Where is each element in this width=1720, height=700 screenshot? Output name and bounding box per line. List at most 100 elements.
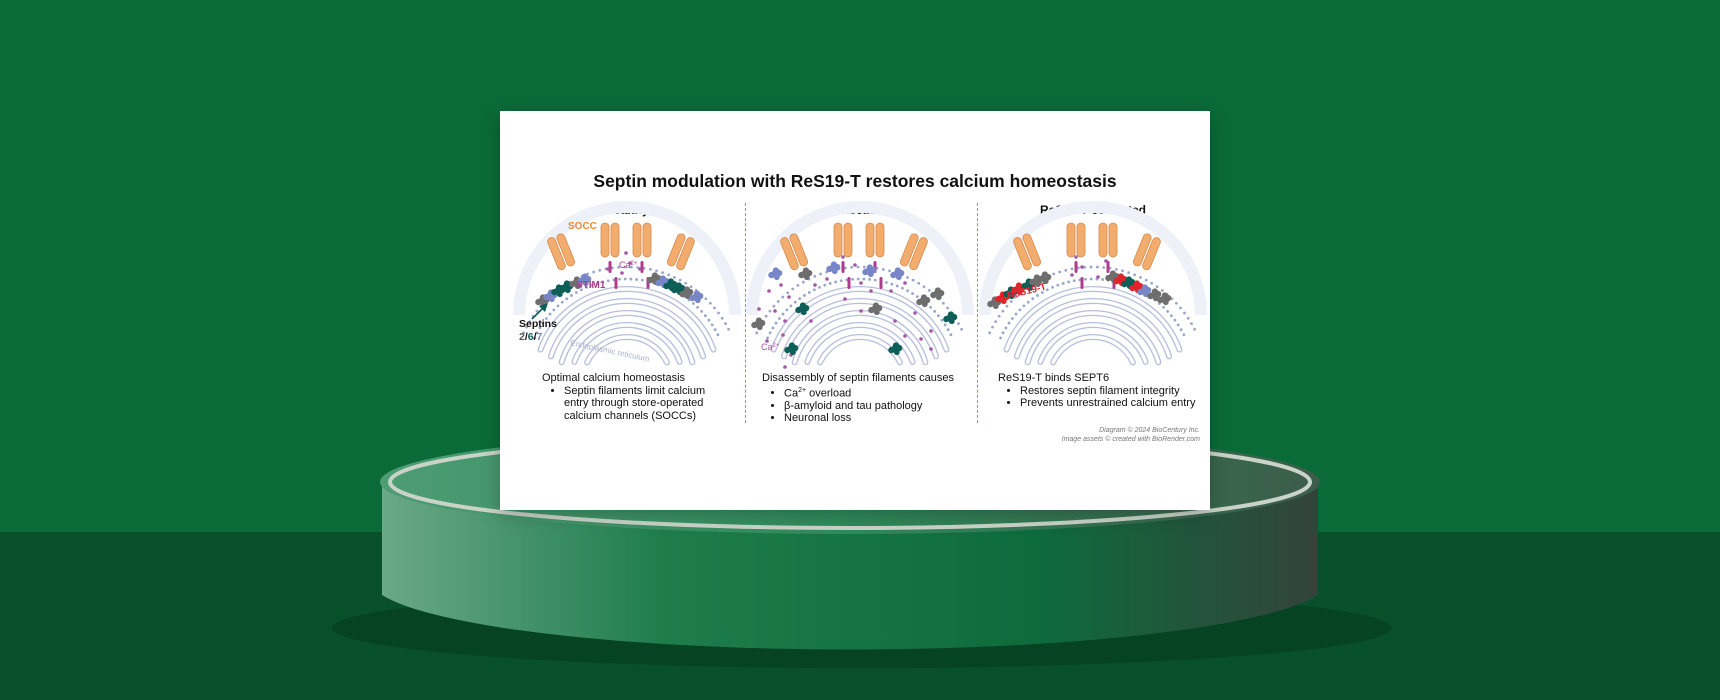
lipid-head <box>771 326 775 330</box>
septin-subunit <box>1129 284 1136 292</box>
lipid-head <box>793 300 797 304</box>
septin-protein <box>995 291 1010 305</box>
lipid-head <box>906 275 909 279</box>
lipid-head <box>862 265 866 269</box>
lipid-head <box>911 292 914 295</box>
septin-subunit <box>1137 288 1144 296</box>
septin-protein <box>868 302 883 316</box>
channel-subunit <box>1022 233 1042 267</box>
septin-subunit <box>772 267 779 274</box>
septin-protein <box>647 272 662 286</box>
lipid-head <box>1040 291 1044 294</box>
septin-subunit <box>1029 278 1036 286</box>
socc-channel <box>1066 222 1086 258</box>
corrected-cell-illustration: ReS19-T <box>979 201 1207 366</box>
calcium-ions <box>606 251 642 275</box>
lipid-head <box>1005 304 1009 308</box>
septin-subunit <box>675 282 682 289</box>
corrected-bullet: Restores septin filament integrity <box>1020 385 1198 398</box>
lipid-head <box>946 328 950 332</box>
cell-membrane-er <box>513 201 741 366</box>
calcium-ion <box>620 271 624 275</box>
lipid-head <box>819 272 823 276</box>
septin-subunit <box>1162 299 1169 306</box>
calcium-ion <box>859 281 863 285</box>
septin-subunit <box>563 280 570 287</box>
credit-line: Diagram © 2024 BioCentury Inc. <box>1099 427 1200 434</box>
lipid-head <box>781 295 785 299</box>
septin-subunit <box>1157 296 1164 304</box>
septin-subunit <box>684 293 691 300</box>
septin-subunit <box>802 267 809 274</box>
er-lumen <box>1038 323 1148 364</box>
healthy-lead: Optimal calcium homeostasis <box>542 372 686 384</box>
channel-subunit <box>676 237 695 271</box>
calcium-ion <box>929 329 933 333</box>
lipid-head <box>635 278 638 281</box>
channel-subunit <box>1132 233 1152 267</box>
channel-subunit <box>1076 222 1086 258</box>
lipid-head <box>556 304 560 308</box>
disease-bullet-calcium: Ca2+ overload <box>784 385 972 400</box>
diagram-title: Septin modulation with ReS19-T restores … <box>593 171 1117 191</box>
channel-subunit <box>600 222 610 258</box>
lipid-head <box>789 304 793 308</box>
lipid-head <box>828 282 832 285</box>
lipid-head <box>957 322 960 326</box>
calcium-ion <box>1096 275 1100 279</box>
channel-subunit <box>899 233 919 267</box>
lipid-head <box>994 320 998 324</box>
channel-subunit <box>875 222 885 258</box>
calcium-ion <box>787 295 791 299</box>
lipid-head <box>755 331 759 335</box>
scattered-septins <box>751 261 958 356</box>
lipid-head <box>843 266 847 270</box>
lipid-head <box>911 278 915 282</box>
septin-subunit <box>795 306 802 314</box>
septin-protein <box>1157 292 1172 306</box>
septin-subunit <box>1161 292 1168 299</box>
septin-subunit <box>935 294 942 301</box>
lipid-head <box>922 285 926 289</box>
septin-subunit <box>1011 286 1018 294</box>
septin-subunit <box>1042 278 1049 285</box>
lipid-head <box>929 305 932 309</box>
calcium-ion <box>841 255 845 259</box>
membrane-band <box>746 201 974 316</box>
septin-subunit <box>873 309 880 316</box>
septin-subunit <box>1037 275 1044 283</box>
lipid-head <box>940 318 944 322</box>
lipid-head <box>997 314 1001 318</box>
septin-subunit <box>581 273 588 280</box>
lipid-head <box>943 323 947 327</box>
lipid-head <box>1011 317 1014 320</box>
stim1-protein <box>640 261 644 273</box>
septin-subunit <box>694 297 701 304</box>
septin-subunit <box>667 278 674 285</box>
septin-subunit <box>788 342 795 349</box>
septin-protein <box>826 261 841 275</box>
lipid-head <box>960 327 963 331</box>
channel-subunit <box>1013 237 1032 271</box>
calcium-ion <box>893 319 897 323</box>
restored-septin-filament <box>987 270 1172 310</box>
lipid-head <box>774 321 778 325</box>
lipid-head <box>1045 288 1049 292</box>
septin-subunit <box>559 284 566 292</box>
calcium-ion <box>624 251 628 255</box>
calcium-ion <box>903 334 907 338</box>
healthy-description: Optimal calcium homeostasis Septin filam… <box>542 372 722 422</box>
lipid-head <box>1127 271 1131 275</box>
calcium-ion <box>779 283 783 287</box>
lipid-head <box>601 280 605 284</box>
septin-subunit <box>830 261 837 268</box>
lipid-head <box>623 277 627 281</box>
septin-subunit <box>768 271 775 279</box>
lipid-head <box>1014 312 1018 316</box>
healthy-bullet: Septin filaments limit calcium entry thr… <box>564 385 722 423</box>
stim1-label: STIM1 <box>576 280 606 291</box>
lipid-head <box>618 277 621 281</box>
lipid-head <box>1036 294 1039 297</box>
disease-bullet: Neuronal loss <box>784 412 972 425</box>
er-lumen <box>585 335 669 365</box>
